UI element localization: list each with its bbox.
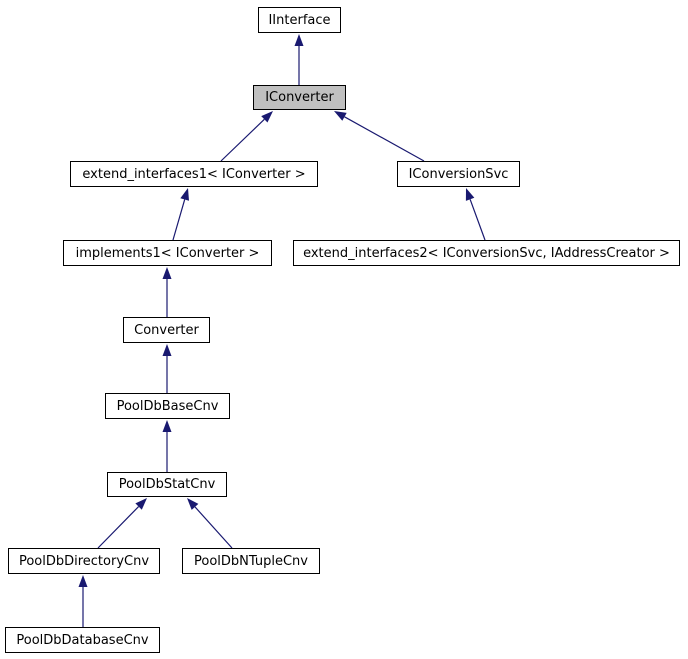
inheritance-edge-IConversionSvc-to-IConverter bbox=[344, 116, 425, 162]
class-node-PoolDbBaseCnv[interactable]: PoolDbBaseCnv bbox=[105, 393, 230, 419]
class-node-extend_interfaces1[interactable]: extend_interfaces1< IConverter > bbox=[70, 161, 318, 187]
inheritance-edge-extend_interfaces2-to-IConversionSvc bbox=[469, 199, 486, 241]
arrowhead-icon-implements1-to-extend_interfaces1 bbox=[180, 188, 189, 201]
class-node-PoolDbDirectoryCnv[interactable]: PoolDbDirectoryCnv bbox=[8, 548, 160, 574]
inheritance-edge-PoolDbNTupleCnv-to-PoolDbStatCnv bbox=[194, 506, 233, 549]
inheritance-edge-extend_interfaces1-to-IConverter bbox=[220, 118, 265, 162]
class-node-extend_interfaces2[interactable]: extend_interfaces2< IConversionSvc, IAdd… bbox=[293, 240, 680, 266]
class-node-PoolDbNTupleCnv[interactable]: PoolDbNTupleCnv bbox=[182, 548, 320, 574]
class-node-Converter[interactable]: Converter bbox=[123, 317, 210, 343]
arrowhead-icon-PoolDbBaseCnv-to-Converter bbox=[162, 344, 172, 356]
class-node-PoolDbStatCnv[interactable]: PoolDbStatCnv bbox=[107, 472, 227, 497]
arrowhead-icon-PoolDbStatCnv-to-PoolDbBaseCnv bbox=[162, 420, 172, 432]
arrowhead-icon-PoolDbNTupleCnv-to-PoolDbStatCnv bbox=[187, 498, 199, 510]
arrowhead-icon-IConverter-to-IInterface bbox=[294, 34, 304, 46]
inheritance-edge-PoolDbDirectoryCnv-to-PoolDbStatCnv bbox=[97, 506, 140, 549]
arrowhead-icon-extend_interfaces2-to-IConversionSvc bbox=[465, 188, 475, 201]
class-node-IConverter[interactable]: IConverter bbox=[253, 85, 346, 110]
inheritance-edge-implements1-to-extend_interfaces1 bbox=[172, 199, 186, 241]
class-node-implements1[interactable]: implements1< IConverter > bbox=[63, 240, 272, 266]
class-node-PoolDbDatabaseCnv[interactable]: PoolDbDatabaseCnv bbox=[5, 627, 160, 653]
arrowhead-icon-PoolDbDirectoryCnv-to-PoolDbStatCnv bbox=[135, 498, 147, 510]
arrowhead-icon-IConversionSvc-to-IConverter bbox=[334, 111, 347, 121]
class-node-IInterface[interactable]: IInterface bbox=[258, 7, 341, 33]
arrowhead-icon-PoolDbDatabaseCnv-to-PoolDbDirectoryCnv bbox=[78, 575, 88, 587]
class-node-IConversionSvc[interactable]: IConversionSvc bbox=[397, 161, 520, 187]
arrowhead-icon-extend_interfaces1-to-IConverter bbox=[261, 111, 273, 123]
arrowhead-icon-Converter-to-implements1 bbox=[162, 267, 172, 279]
